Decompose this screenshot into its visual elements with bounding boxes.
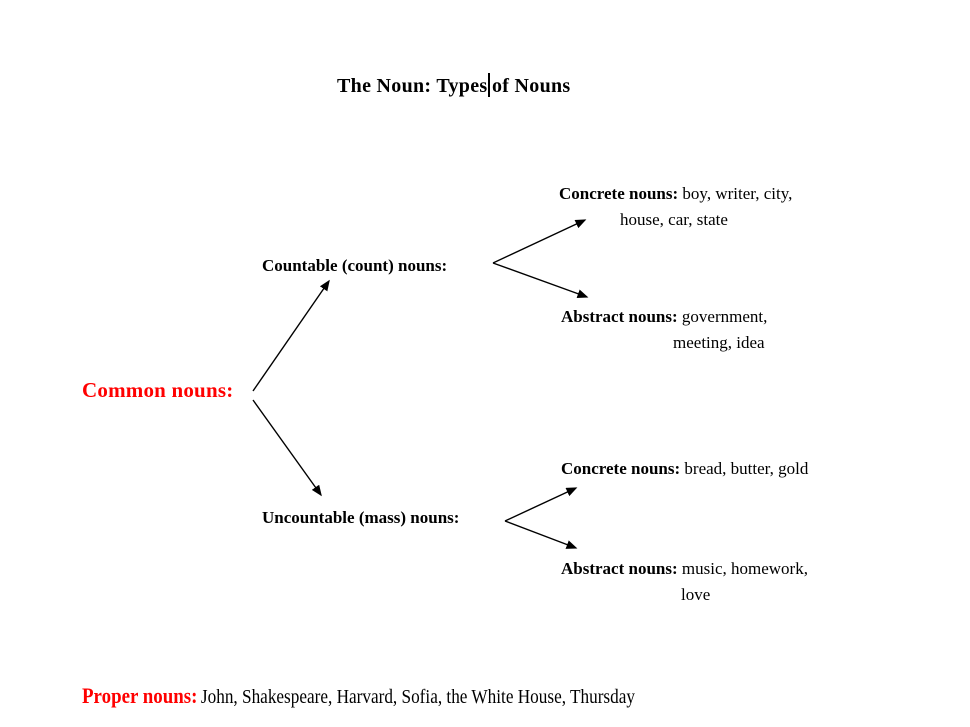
node-concrete-uncountable: Concrete nouns: bread, butter, gold — [561, 456, 808, 482]
node-abstract-countable: Abstract nouns: government, meeting, ide… — [561, 304, 767, 356]
concrete-uncountable-label: Concrete nouns: — [561, 459, 681, 478]
abstract-uncountable-label: Abstract nouns: — [561, 559, 678, 578]
arrow-countable-to-abstract — [492, 262, 589, 299]
proper-nouns-examples: John, Shakespeare, Harvard, Sofia, the W… — [200, 686, 635, 708]
arrow-uncountable-to-abstract — [504, 520, 578, 549]
arrow-uncountable-to-concrete — [504, 487, 578, 522]
uncountable-nouns-label: Uncountable (mass) nouns: — [262, 508, 460, 527]
common-nouns-label: Common nouns: — [82, 378, 234, 402]
arrow-common-to-countable — [252, 279, 330, 392]
arrow-common-to-uncountable — [252, 399, 322, 497]
proper-nouns-line: Proper nouns:John, Shakespeare, Harvard,… — [82, 683, 635, 709]
node-abstract-uncountable: Abstract nouns: music, homework, love — [561, 556, 808, 608]
abstract-countable-label: Abstract nouns: — [561, 307, 678, 326]
abstract-uncountable-examples-line2: love — [681, 585, 711, 604]
node-concrete-countable: Concrete nouns: boy, writer, city, house… — [559, 181, 792, 233]
abstract-countable-examples-line2: meeting, idea — [673, 333, 765, 352]
title-text-after-caret: of Nouns — [491, 75, 571, 97]
text-caret — [488, 73, 490, 97]
concrete-countable-examples-line2: house, car, state — [620, 210, 728, 229]
node-countable-nouns: Countable (count) nouns: — [262, 256, 447, 276]
title-text-before-caret: The Noun: Types — [337, 75, 488, 97]
proper-nouns-label: Proper nouns: — [82, 683, 198, 708]
concrete-uncountable-examples-line1: bread, butter, gold — [684, 459, 809, 478]
abstract-countable-examples-line1: government, — [681, 307, 768, 326]
concrete-countable-examples-line1: boy, writer, city, — [682, 184, 793, 203]
node-common-nouns: Common nouns: — [82, 378, 233, 403]
concrete-countable-label: Concrete nouns: — [559, 184, 679, 203]
countable-nouns-label: Countable (count) nouns: — [262, 256, 448, 275]
abstract-uncountable-examples-line1: music, homework, — [681, 559, 808, 578]
node-uncountable-nouns: Uncountable (mass) nouns: — [262, 508, 459, 528]
